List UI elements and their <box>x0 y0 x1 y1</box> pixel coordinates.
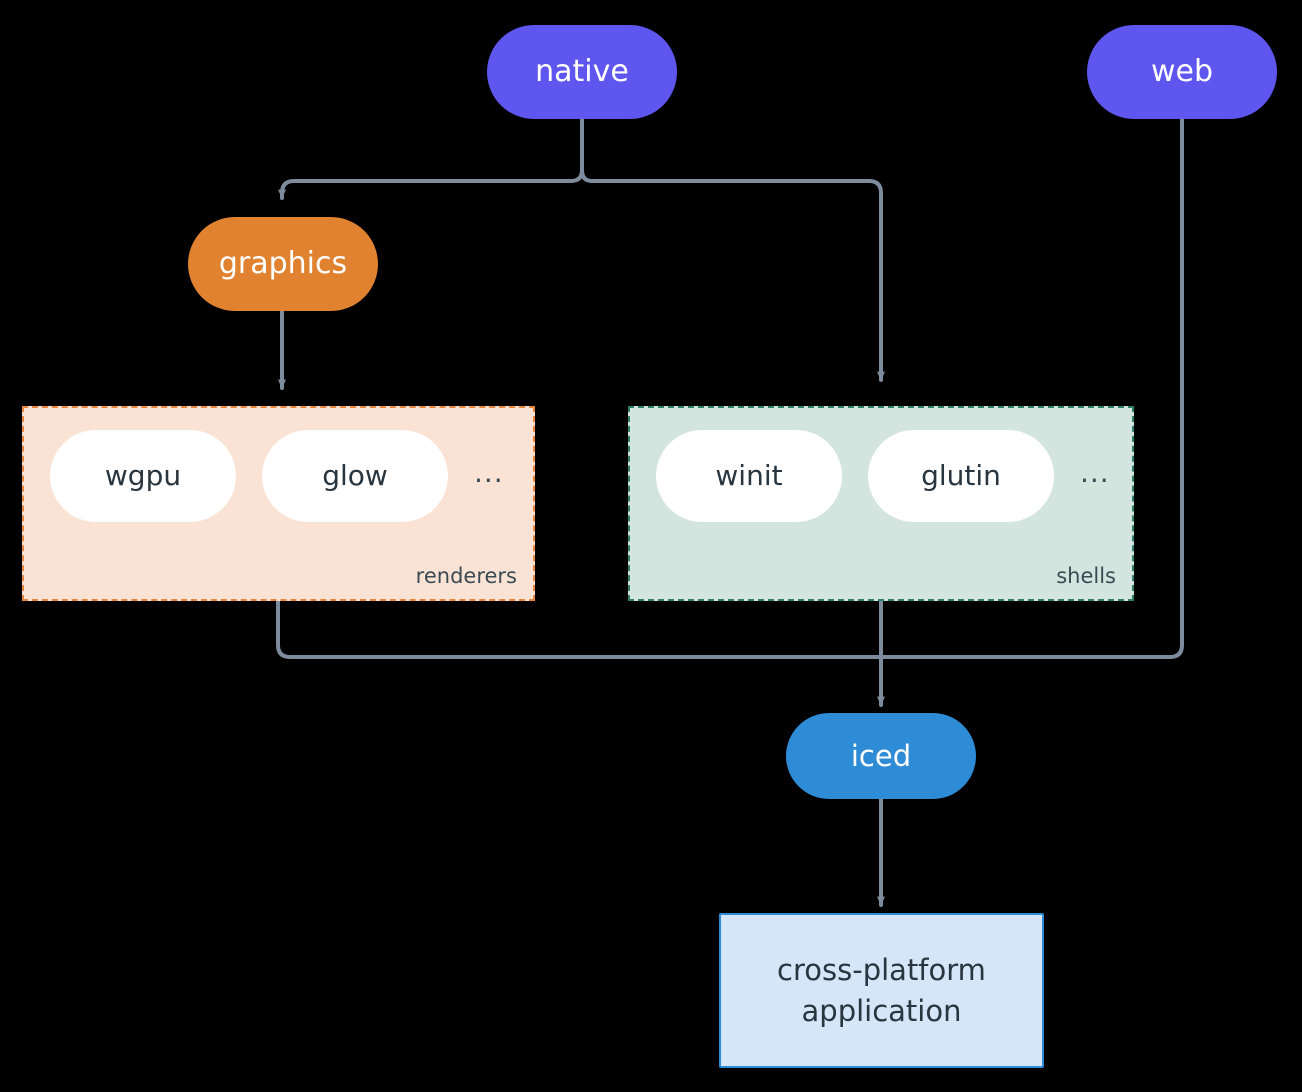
chip-glow[interactable]: glow <box>262 430 448 522</box>
node-application-line2: application <box>801 993 962 1028</box>
chip-wgpu-label: wgpu <box>104 459 182 492</box>
group-renderers[interactable]: wgpu glow ... renderers <box>22 406 535 601</box>
edge-web-to-iced <box>879 117 1184 659</box>
chip-glow-label: glow <box>322 459 388 492</box>
group-renderers-items: wgpu glow ... <box>24 408 504 522</box>
group-shells[interactable]: winit glutin ... shells <box>628 406 1134 601</box>
group-shells-caption: shells <box>1056 564 1116 588</box>
edge-native-trunk <box>580 117 885 382</box>
node-application-line1: cross-platform <box>777 952 986 987</box>
node-application[interactable]: cross-platform application <box>719 913 1044 1068</box>
chip-winit[interactable]: winit <box>656 430 842 522</box>
node-web-label: web <box>1150 54 1214 89</box>
edge-renderers-to-iced <box>276 599 883 659</box>
group-renderers-caption: renderers <box>415 564 517 588</box>
shells-ellipsis: ... <box>1080 456 1110 489</box>
node-graphics-label: graphics <box>218 246 348 281</box>
renderers-ellipsis: ... <box>474 456 504 489</box>
node-native[interactable]: native <box>487 25 677 119</box>
chip-glutin-label: glutin <box>921 459 1001 492</box>
group-shells-items: winit glutin ... <box>630 408 1110 522</box>
node-web[interactable]: web <box>1087 25 1277 119</box>
node-native-label: native <box>535 54 629 89</box>
node-iced[interactable]: iced <box>786 713 976 799</box>
chip-winit-label: winit <box>715 459 783 492</box>
chip-wgpu[interactable]: wgpu <box>50 430 236 522</box>
node-iced-label: iced <box>850 738 912 773</box>
edge-native-to-graphics <box>278 168 584 200</box>
node-graphics[interactable]: graphics <box>188 217 378 311</box>
chip-glutin[interactable]: glutin <box>868 430 1054 522</box>
